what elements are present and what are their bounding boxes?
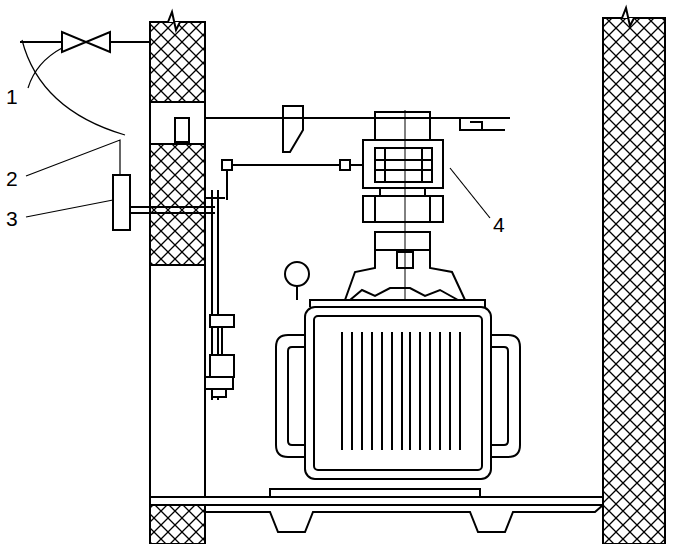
switch-gear (205, 106, 510, 222)
wall-bushing (175, 118, 189, 142)
callout-number: 2 (6, 168, 18, 189)
valve (20, 32, 150, 52)
callout-number: 3 (6, 208, 18, 229)
floor (205, 489, 603, 532)
callout-number: 4 (493, 214, 505, 235)
operating-mechanism (113, 160, 363, 400)
leader-lines (22, 40, 490, 218)
callout-number: 1 (6, 86, 18, 107)
left-wall (150, 12, 205, 544)
right-wall (603, 8, 665, 544)
